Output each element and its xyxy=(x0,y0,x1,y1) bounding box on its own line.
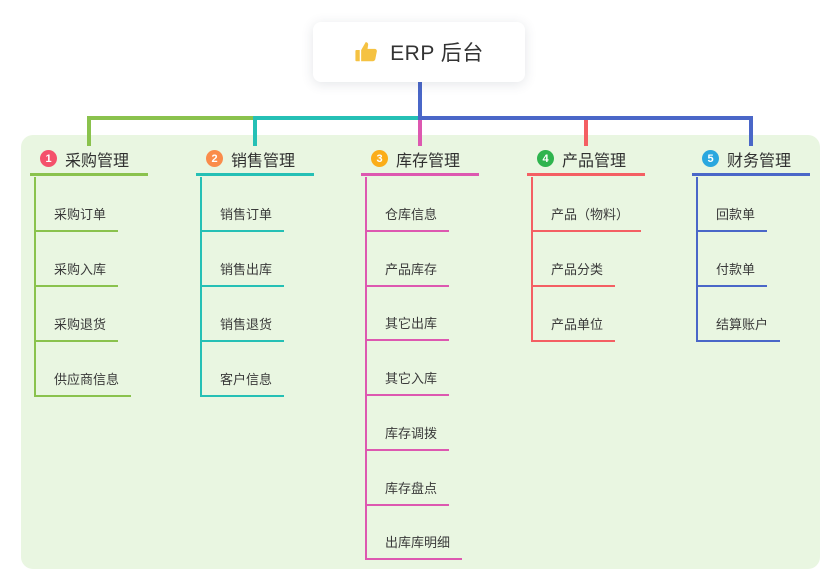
sub-node[interactable]: 其它入库 xyxy=(365,365,450,397)
root-node[interactable]: ERP 后台 xyxy=(313,22,525,82)
sub-node[interactable]: 产品（物料） xyxy=(531,201,642,232)
sub-node[interactable]: 付款单 xyxy=(696,256,768,287)
subtree-line xyxy=(696,177,698,340)
sub-node[interactable]: 采购退货 xyxy=(34,311,119,342)
branch-number-badge: 3 xyxy=(371,150,388,167)
branch-number-badge: 4 xyxy=(537,150,554,167)
sub-node[interactable]: 回款单 xyxy=(696,201,768,232)
branches-panel xyxy=(21,135,820,569)
thumbs-up-icon xyxy=(355,42,378,62)
sub-node[interactable]: 销售出库 xyxy=(200,256,285,287)
branch-node-1[interactable]: 1 采购管理 xyxy=(30,144,148,176)
branch-number-badge: 2 xyxy=(206,150,223,167)
sub-node[interactable]: 库存调拨 xyxy=(365,420,450,451)
sub-node[interactable]: 仓库信息 xyxy=(365,201,450,232)
sub-node[interactable]: 供应商信息 xyxy=(34,366,132,397)
branch-number-badge: 5 xyxy=(702,150,719,167)
sub-node[interactable]: 库存盘点 xyxy=(365,475,450,506)
branch-node-2[interactable]: 2 销售管理 xyxy=(196,144,314,176)
sub-node[interactable]: 出库库明细 xyxy=(365,529,463,561)
root-node-label: ERP 后台 xyxy=(390,42,484,65)
sub-node[interactable]: 产品分类 xyxy=(531,256,616,287)
branch-number-badge: 1 xyxy=(40,150,57,167)
subtree-line xyxy=(365,177,367,559)
branch-label: 产品管理 xyxy=(562,152,627,170)
branch-node-3[interactable]: 3 库存管理 xyxy=(361,144,479,176)
branch-label: 采购管理 xyxy=(65,152,130,170)
branch-node-5[interactable]: 5 财务管理 xyxy=(692,144,810,176)
sub-node[interactable]: 其它出库 xyxy=(365,310,450,342)
subtree-line xyxy=(531,177,533,340)
sub-node[interactable]: 采购入库 xyxy=(34,256,119,287)
sub-node[interactable]: 产品库存 xyxy=(365,256,450,287)
sub-node[interactable]: 结算账户 xyxy=(696,311,781,342)
branch-node-4[interactable]: 4 产品管理 xyxy=(527,144,645,176)
branch-label: 财务管理 xyxy=(727,152,792,170)
sub-node[interactable]: 销售退货 xyxy=(200,311,285,342)
sub-node[interactable]: 产品单位 xyxy=(531,311,616,342)
branch-label: 销售管理 xyxy=(231,152,296,170)
sub-node[interactable]: 客户信息 xyxy=(200,366,285,397)
sub-node[interactable]: 销售订单 xyxy=(200,201,285,232)
sub-node[interactable]: 采购订单 xyxy=(34,201,119,232)
branch-label: 库存管理 xyxy=(396,152,461,170)
